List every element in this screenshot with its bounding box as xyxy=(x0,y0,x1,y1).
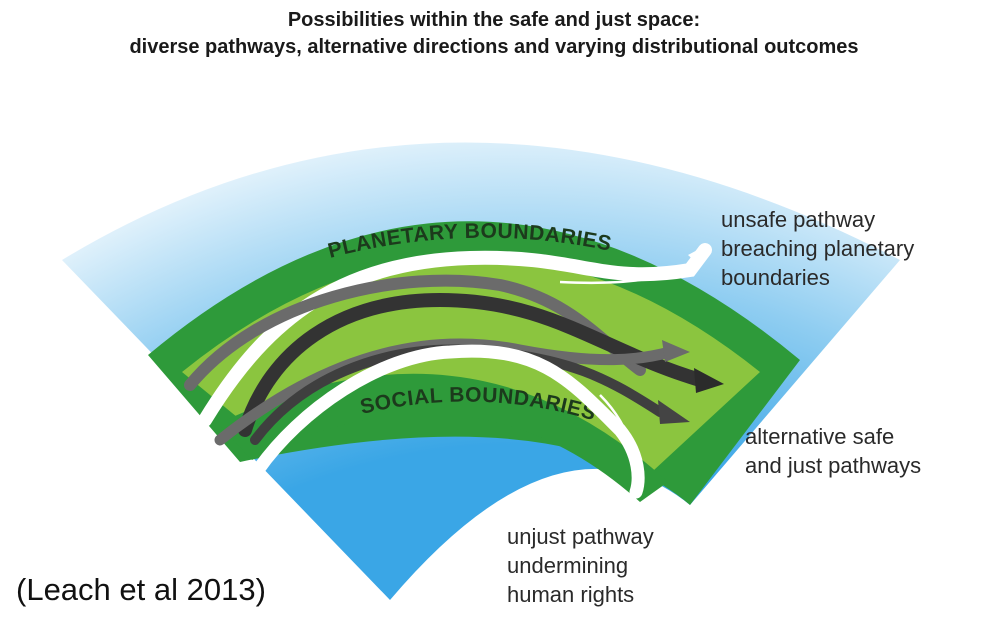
alternative-label-line-2: and just pathways xyxy=(745,453,922,478)
unsafe-label-line-1: unsafe pathway xyxy=(721,207,876,232)
unjust-label-line-3: human rights xyxy=(507,582,635,607)
alternative-label-line-1: alternative safe xyxy=(745,424,895,449)
unjust-pathway-label: unjust pathway undermining human rights xyxy=(507,522,654,609)
unjust-label-line-2: undermining xyxy=(507,553,629,578)
unsafe-label-line-3: boundaries xyxy=(721,265,830,290)
citation: (Leach et al 2013) xyxy=(16,572,266,607)
arrowhead-gray-upper xyxy=(662,340,690,362)
unjust-arrowhead xyxy=(626,504,640,520)
title-line-1: Possibilities within the safe and just s… xyxy=(287,9,701,31)
unsafe-arrow-line xyxy=(559,260,697,285)
unsafe-pathway-label: unsafe pathway breaching planetary bound… xyxy=(721,205,914,292)
arrowhead-gray-lower xyxy=(658,400,690,424)
pathways xyxy=(184,243,724,520)
unjust-label-line-1: unjust pathway xyxy=(507,524,654,549)
alternative-pathways-label: alternative safe and just pathways xyxy=(745,422,921,480)
arrowhead-dark xyxy=(694,368,724,393)
title-line-2: diverse pathways, alternative directions… xyxy=(129,36,859,58)
unsafe-arrowhead xyxy=(688,247,703,264)
dark-pathway-main xyxy=(238,292,707,437)
unsafe-label-line-2: breaching planetary xyxy=(721,236,915,261)
unsafe-white-pathway xyxy=(198,243,712,427)
unjust-arrow-line xyxy=(599,394,637,511)
gray-pathway-lower xyxy=(214,338,676,446)
